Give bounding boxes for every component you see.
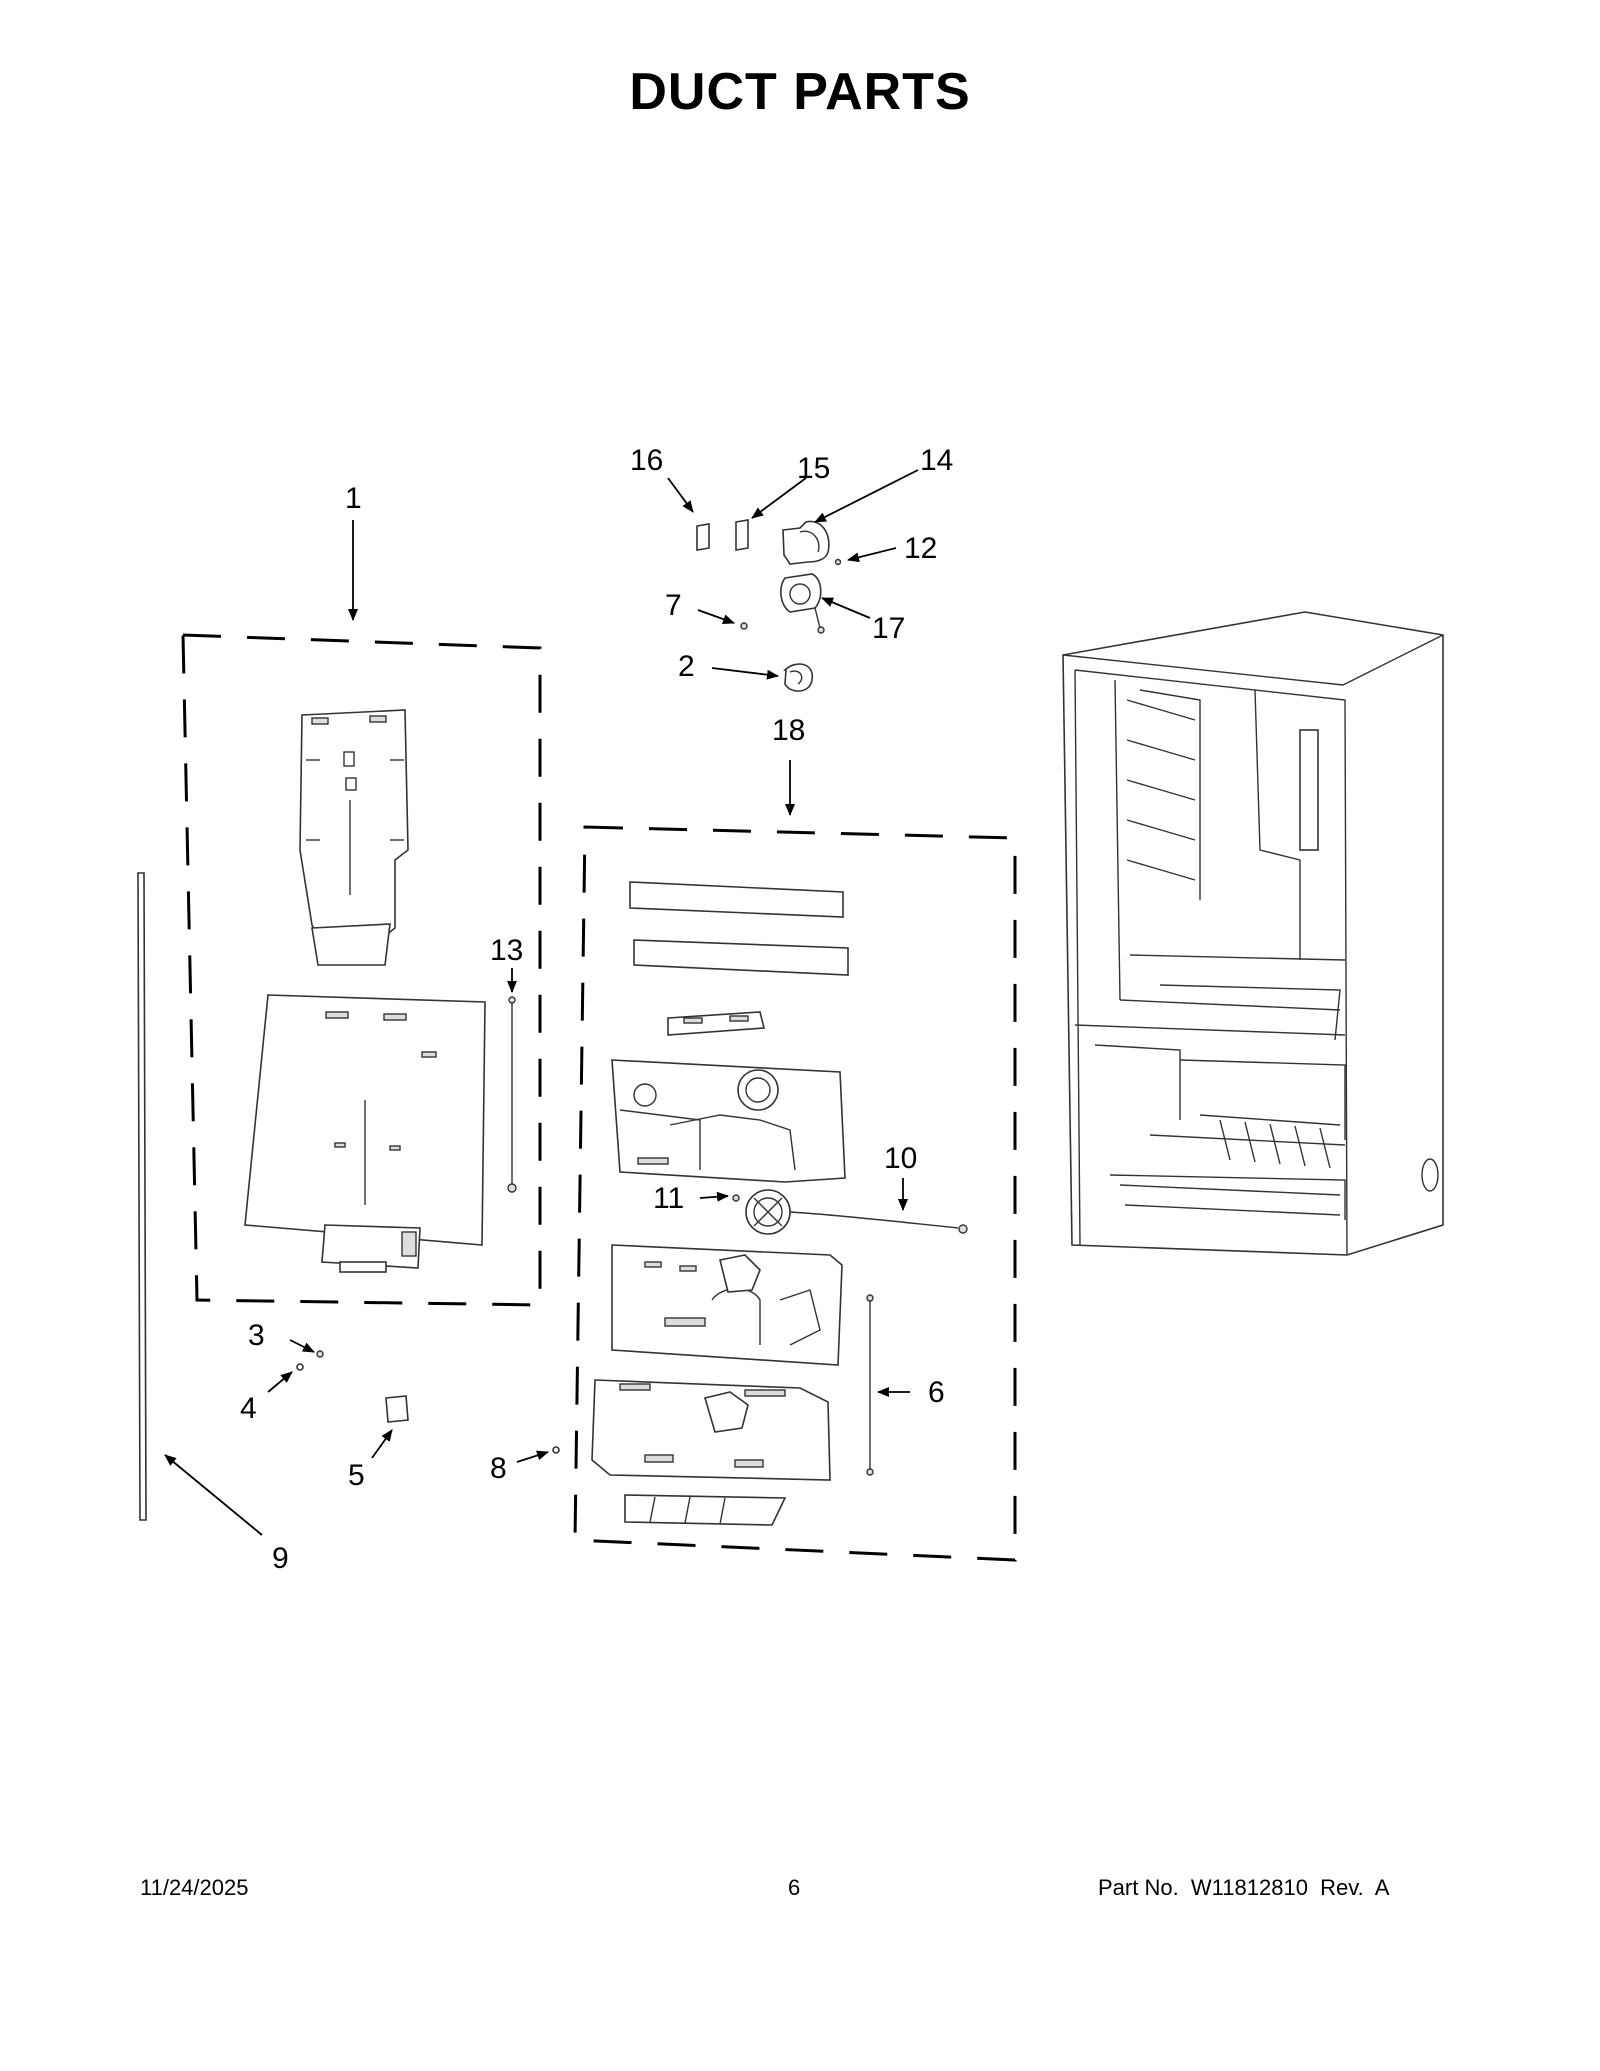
footer-part-number: Part No. W11812810 Rev. A [1098,1875,1390,1900]
leader-15 [751,477,807,519]
screw-12 [834,558,842,566]
callout-6: 6 [928,1376,945,1409]
callout-9: 9 [272,1542,289,1575]
duct-plate-upper [611,1244,843,1366]
leader-7 [697,609,735,624]
foam-strip-b [633,939,849,976]
foam-strip-a [629,881,844,918]
leader-14 [814,469,919,523]
tape-5 [385,1395,409,1423]
gasket-2 [783,663,813,692]
callout-11: 11 [653,1182,684,1215]
leader-5 [371,1429,393,1459]
leader-9 [164,1454,263,1536]
callout-13: 13 [490,934,523,967]
screw-7 [740,622,748,630]
foam-16 [696,523,710,551]
clip-4 [296,1363,304,1371]
leader-17 [821,597,871,619]
screw-11 [732,1194,740,1202]
duct-plate-lower [591,1379,831,1526]
leader-2 [711,667,779,680]
bracket-top [667,1011,766,1036]
callout-4: 4 [240,1392,257,1425]
upper-air-duct [299,709,409,966]
leader-16 [667,477,694,513]
group-18-boundary [573,825,1017,1562]
callout-1: 1 [345,482,362,515]
leader-12 [847,547,897,563]
duct-cover-panel [244,994,486,1273]
fan-housing-14 [782,520,830,565]
callout-3: 3 [248,1319,265,1352]
wire-harness-13 [507,996,517,1193]
refrigerator-cabinet [1062,611,1444,1256]
callout-16: 16 [630,444,663,477]
fan-motor-17 [780,573,825,634]
leader-8 [516,1450,549,1463]
foam-15 [735,519,749,551]
leader-4 [267,1371,293,1393]
fan-assembly-10 [745,1189,968,1235]
tube-9 [137,872,147,1521]
callout-8: 8 [490,1452,507,1485]
callout-15: 15 [797,452,830,485]
fan-duct-housing [611,1059,846,1183]
callout-14: 14 [920,444,953,477]
callout-12: 12 [904,532,937,565]
page-title: DUCT PARTS [629,63,971,121]
callout-10: 10 [884,1142,917,1175]
leader-11 [699,1191,729,1202]
footer-page-number: 6 [788,1875,801,1900]
callout-5: 5 [348,1459,365,1492]
callout-18: 18 [772,714,805,747]
screw-8 [552,1446,560,1454]
callout-7: 7 [665,589,682,622]
leader-3 [289,1339,315,1353]
callout-2: 2 [678,650,695,683]
rod-6 [866,1294,874,1476]
callout-17: 17 [872,612,905,645]
screw-3 [316,1350,324,1358]
footer-date: 11/24/2025 [140,1875,249,1900]
